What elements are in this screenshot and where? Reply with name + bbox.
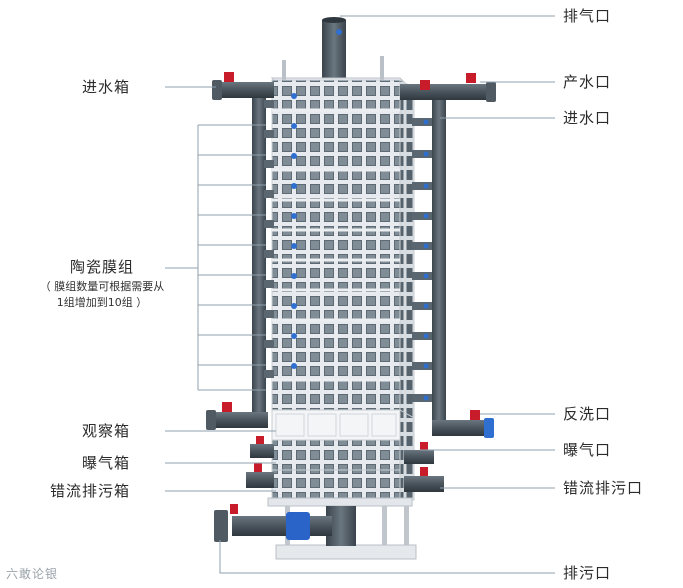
label-module-note-1: （ 膜组数量可根据需要从: [22, 279, 182, 294]
label-crossflow-drain-box: 错流排污箱: [50, 482, 130, 500]
label-backwash-port: 反洗口: [563, 405, 611, 423]
crossflow-drain-box: [272, 470, 400, 498]
aeration-box: [272, 440, 400, 470]
label-crossflow-drain-port: 错流排污口: [563, 479, 643, 497]
label-exhaust-port: 排气口: [563, 7, 611, 25]
label-water-inlet: 进水口: [563, 109, 611, 127]
exhaust-pipe: [322, 20, 346, 78]
label-module-note-2: 1组增加到10组 ）: [22, 295, 182, 310]
label-aeration-box: 曝气箱: [82, 454, 130, 472]
label-inlet-box: 进水箱: [82, 78, 130, 96]
label-drain-port: 排污口: [563, 564, 611, 582]
filter-tower: [206, 17, 496, 559]
label-aeration-port: 曝气口: [563, 441, 611, 459]
label-ceramic-module: 陶瓷膜组: [70, 258, 134, 276]
label-observation-box: 观察箱: [82, 422, 130, 440]
watermark: 六敢论银: [6, 566, 58, 582]
label-product-outlet: 产水口: [563, 73, 611, 91]
